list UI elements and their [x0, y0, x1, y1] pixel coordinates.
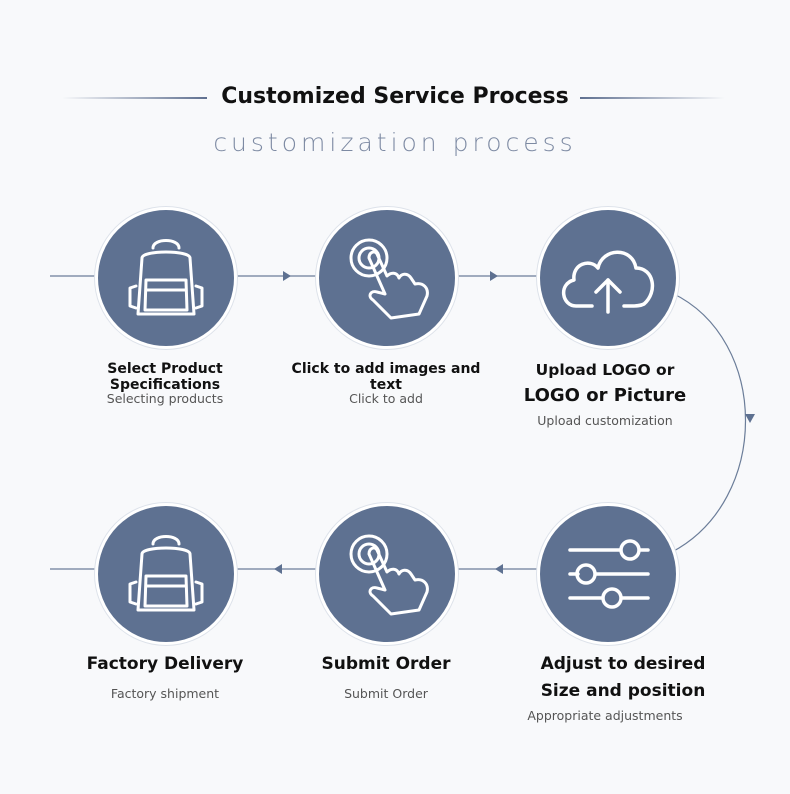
step-3-label-line2: LOGO or Picture [523, 385, 687, 406]
step-2-circle [316, 207, 458, 349]
page-title: Customized Service Process [221, 84, 569, 109]
cloud-upload-icon [562, 250, 655, 314]
step-3-sub: Upload customization [537, 413, 673, 428]
step-5-label: Submit Order [321, 654, 451, 674]
step-4-label-line2: Size and position [540, 681, 706, 701]
step-6-label: Factory Delivery [86, 654, 244, 674]
page-subtitle: customization process [213, 128, 577, 157]
arrow-1-2 [283, 271, 291, 281]
step-5-circle [316, 503, 458, 645]
step-5-sub: Submit Order [344, 686, 428, 701]
step-6-circle [95, 503, 237, 645]
step-3-circle [537, 207, 679, 349]
header-line-left [62, 97, 207, 99]
arrow-4-5 [495, 564, 503, 574]
backpack-icon [128, 535, 204, 612]
step-6-sub: Factory shipment [110, 686, 220, 701]
step-4-sub: Appropriate adjustments [527, 708, 683, 723]
tap-hand-icon [349, 238, 429, 320]
step-2-sub: Click to add [349, 391, 423, 406]
arrow-2-3 [490, 271, 498, 281]
backpack-icon [128, 239, 204, 316]
step-2-label: Click to add images and text [291, 361, 481, 393]
step-1-circle [95, 207, 237, 349]
connector-3-4-curve [671, 292, 747, 553]
arrow-3-4 [745, 414, 755, 423]
step-4-circle [537, 503, 679, 645]
step-1-sub: Selecting products [106, 391, 224, 406]
step-4-label-line1: Adjust to desired [540, 654, 706, 674]
step-1-label: Select Product Specifications [107, 361, 223, 393]
tap-hand-icon [349, 534, 429, 616]
arrow-5-6 [274, 564, 282, 574]
header-line-right [580, 97, 725, 99]
sliders-icon [568, 539, 650, 609]
step-3-label-line1: Upload LOGO or [535, 361, 675, 379]
